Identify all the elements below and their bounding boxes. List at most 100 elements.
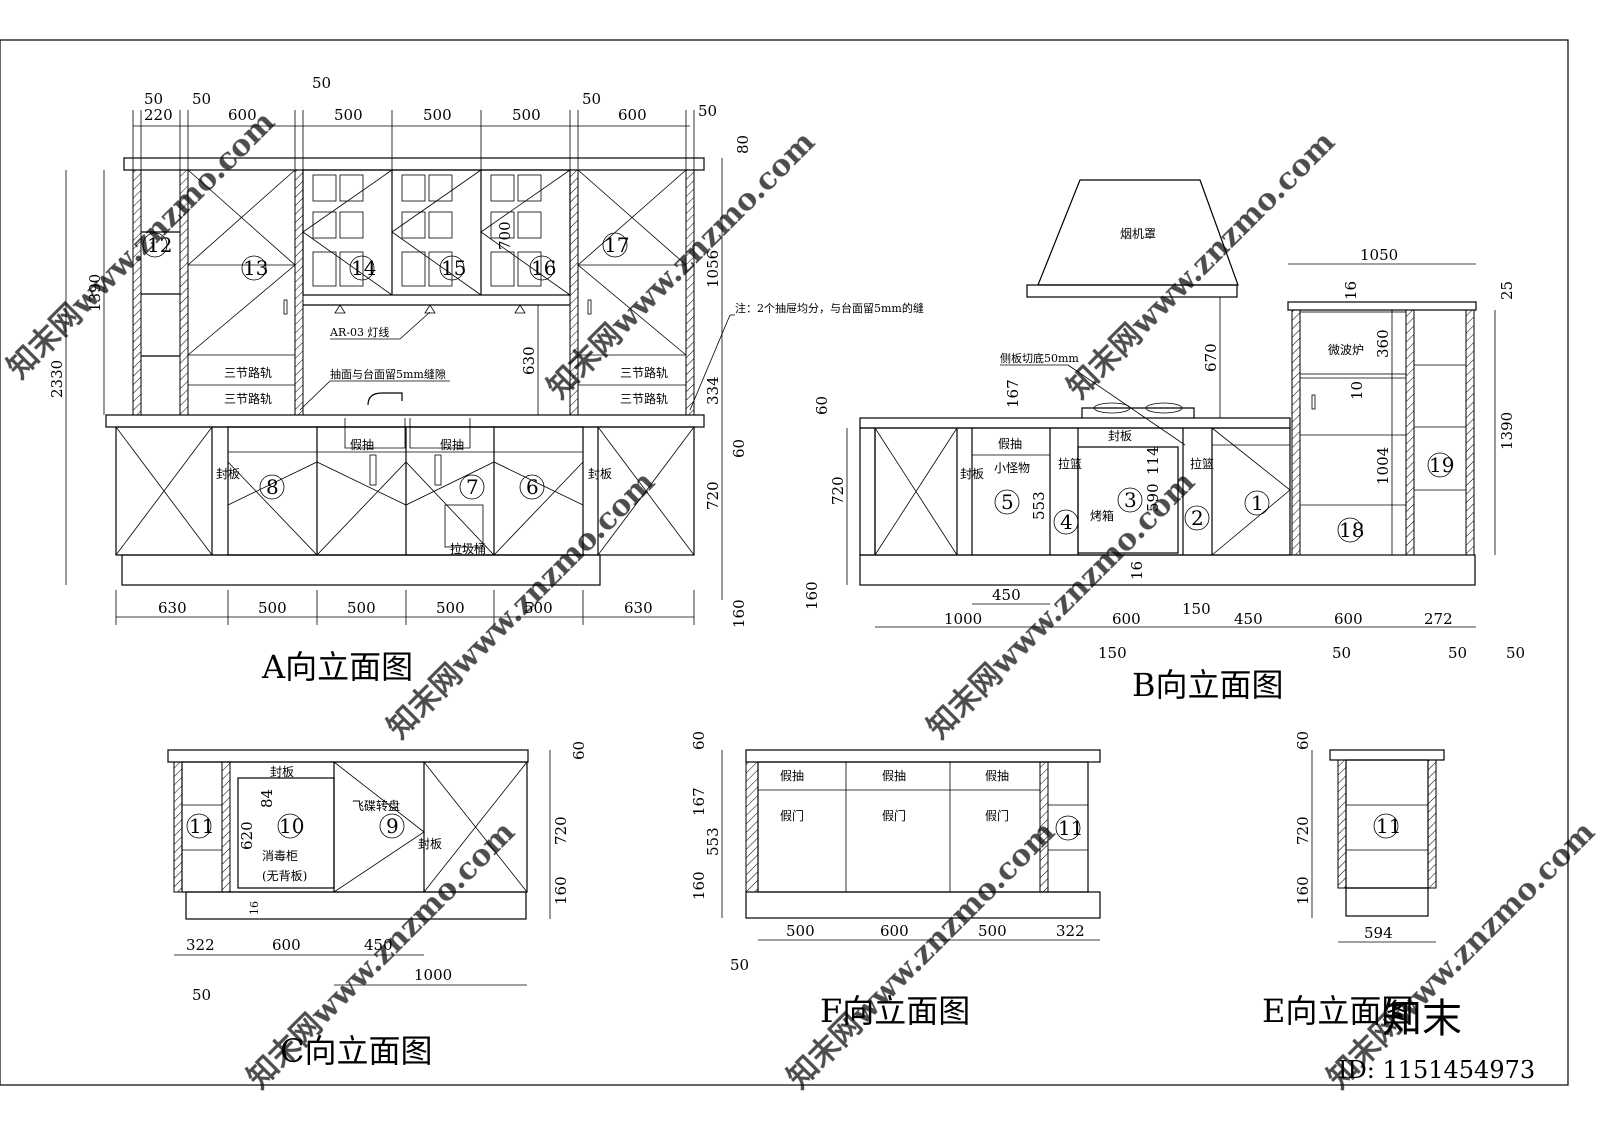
view-a-top-dimensions: 50 220 50 600 50 500 500 500 50 600 50 bbox=[132, 74, 717, 170]
dim-b-50c: 50 bbox=[1506, 644, 1525, 662]
dim-a-b4: 500 bbox=[436, 599, 465, 617]
view-c: 11 10 9 封板 飞碟转盘 消毒柜 (无背板) 封板 60 720 160 … bbox=[167, 741, 588, 1070]
dim-c-84: 84 bbox=[258, 789, 276, 808]
view-a-title: A向立面图 bbox=[261, 648, 413, 686]
dim-b-150a: 150 bbox=[1182, 600, 1211, 618]
dim-b-50a: 50 bbox=[1332, 644, 1351, 662]
view-a-side-dimensions: 2330 1390 80 1056 334 60 720 160 630 700 bbox=[48, 135, 752, 628]
dim-e-160: 160 bbox=[1294, 876, 1312, 905]
marker-19: 19 bbox=[1429, 453, 1454, 477]
view-a-base-cabinets bbox=[105, 392, 705, 586]
dim-c-1000: 1000 bbox=[414, 966, 452, 984]
note-a-1: 三节路轨 bbox=[224, 365, 272, 380]
view-b-notes: 侧板切底50mm 封板 假抽 小怪物 拉篮 拉篮 烤箱 封板 bbox=[960, 351, 1214, 523]
watermark-8: 知末网www.znzmo.com bbox=[1321, 814, 1600, 1095]
note-b-oven: 烤箱 bbox=[1090, 508, 1114, 523]
dim-b-16b: 16 bbox=[1128, 561, 1146, 580]
note-b-side: 侧板切底50mm bbox=[1000, 351, 1079, 365]
view-a-notes: 三节路轨 三节路轨 三节路轨 三节路轨 抽面与台面留5mm缝隙 AR-03 灯线… bbox=[216, 301, 924, 556]
marker-c-11: 11 bbox=[189, 814, 214, 838]
dim-b-553: 553 bbox=[1030, 491, 1048, 520]
dim-a-6: 500 bbox=[334, 106, 363, 124]
dim-a-1056: 1056 bbox=[704, 250, 722, 288]
dim-f-600: 600 bbox=[880, 922, 909, 940]
marker-16: 16 bbox=[531, 256, 556, 280]
note-c-seal: 封板 bbox=[270, 765, 294, 779]
note-c-noback: (无背板) bbox=[262, 869, 307, 883]
marker-c-10: 10 bbox=[279, 814, 304, 838]
note-b-small: 小怪物 bbox=[994, 461, 1030, 475]
dim-b-600a: 600 bbox=[1112, 610, 1141, 628]
note-a-4: 三节路轨 bbox=[620, 391, 668, 406]
view-b-markers: 5 4 3 2 1 18 19 bbox=[994, 452, 1454, 543]
view-b-base-cabinets bbox=[859, 402, 1476, 586]
note-microwave: 微波炉 bbox=[1328, 343, 1364, 357]
marker-5: 5 bbox=[1001, 490, 1014, 514]
note-b-seal: 封板 bbox=[1108, 429, 1132, 443]
dim-f-553: 553 bbox=[704, 827, 722, 856]
dim-a-b2: 500 bbox=[258, 599, 287, 617]
note-b-basket-1: 拉篮 bbox=[1058, 456, 1082, 471]
dim-a-80: 80 bbox=[734, 135, 752, 154]
dim-b-450b: 450 bbox=[1234, 610, 1263, 628]
dim-f-160: 160 bbox=[690, 871, 708, 900]
marker-c-9: 9 bbox=[386, 814, 399, 838]
dim-b-160: 160 bbox=[803, 581, 821, 610]
marker-e-11: 11 bbox=[1376, 814, 1401, 838]
dim-a-b6: 630 bbox=[624, 599, 653, 617]
note-c-seal-2: 封板 bbox=[418, 837, 442, 851]
note-a-10: 假抽 bbox=[350, 438, 374, 452]
dim-b-450a: 450 bbox=[992, 586, 1021, 604]
dim-b-1390: 1390 bbox=[1498, 412, 1516, 450]
range-hood: 烟机罩 bbox=[1026, 179, 1239, 298]
view-f-title: F向立面图 bbox=[820, 992, 970, 1030]
dim-a-b3: 500 bbox=[347, 599, 376, 617]
note-f-3: 假抽 bbox=[985, 769, 1009, 783]
tall-unit: 微波炉 bbox=[1287, 301, 1477, 556]
dim-b-600b: 600 bbox=[1334, 610, 1363, 628]
dim-b-16: 16 bbox=[1342, 281, 1360, 300]
view-b-dimensions: 1050 16 25 670 167 360 10 1390 1004 114 … bbox=[803, 246, 1525, 662]
dim-a-10: 600 bbox=[618, 106, 647, 124]
dim-b-272: 272 bbox=[1424, 610, 1453, 628]
hood-label: 烟机罩 bbox=[1120, 227, 1156, 241]
dim-b-50b: 50 bbox=[1448, 644, 1467, 662]
view-a-markers: 12 13 14 15 16 17 8 7 6 bbox=[142, 232, 629, 500]
dim-a-1390: 1390 bbox=[86, 274, 104, 312]
dim-f-167: 167 bbox=[690, 787, 708, 816]
note-f-4: 假门 bbox=[780, 808, 804, 823]
dim-c-720: 720 bbox=[552, 816, 570, 845]
marker-12: 12 bbox=[147, 233, 172, 257]
note-a-6: AR-03 灯线 bbox=[329, 325, 389, 339]
note-c-carousel: 飞碟转盘 bbox=[352, 798, 400, 813]
marker-7: 7 bbox=[466, 475, 479, 499]
marker-1: 1 bbox=[1251, 491, 1264, 515]
dim-f-60: 60 bbox=[690, 731, 708, 750]
dim-e-60: 60 bbox=[1294, 731, 1312, 750]
marker-13: 13 bbox=[243, 256, 268, 280]
dim-c-160: 160 bbox=[552, 876, 570, 905]
dim-b-150b: 150 bbox=[1098, 644, 1127, 662]
view-b: 烟机罩 微波炉 bbox=[803, 179, 1525, 704]
dim-c-50: 50 bbox=[192, 986, 211, 1004]
marker-3: 3 bbox=[1124, 488, 1137, 512]
dim-a-b1: 630 bbox=[158, 599, 187, 617]
dim-c-450: 450 bbox=[364, 936, 393, 954]
dim-a-4: 600 bbox=[228, 106, 257, 124]
dim-a-9: 50 bbox=[582, 90, 601, 108]
dim-a-2: 220 bbox=[144, 106, 173, 124]
view-e: 11 60 720 160 594 E向立面图 bbox=[1262, 731, 1445, 1030]
dim-a-2330: 2330 bbox=[48, 360, 66, 398]
dim-e-594: 594 bbox=[1364, 924, 1393, 942]
note-a-7: 注：2个抽屉均分，与台面留5mm的缝 bbox=[735, 301, 924, 315]
note-a-2: 三节路轨 bbox=[224, 391, 272, 406]
watermark-4: 知末网www.znzmo.com bbox=[381, 464, 662, 745]
dim-a-3: 50 bbox=[192, 90, 211, 108]
dim-c-60: 60 bbox=[570, 741, 588, 760]
dim-b-1050: 1050 bbox=[1360, 246, 1398, 264]
note-f-6: 假门 bbox=[985, 808, 1009, 823]
dim-c-620: 620 bbox=[238, 821, 256, 850]
note-b-basket-2: 拉篮 bbox=[1190, 456, 1214, 471]
note-b-seal-2: 封板 bbox=[960, 467, 984, 481]
